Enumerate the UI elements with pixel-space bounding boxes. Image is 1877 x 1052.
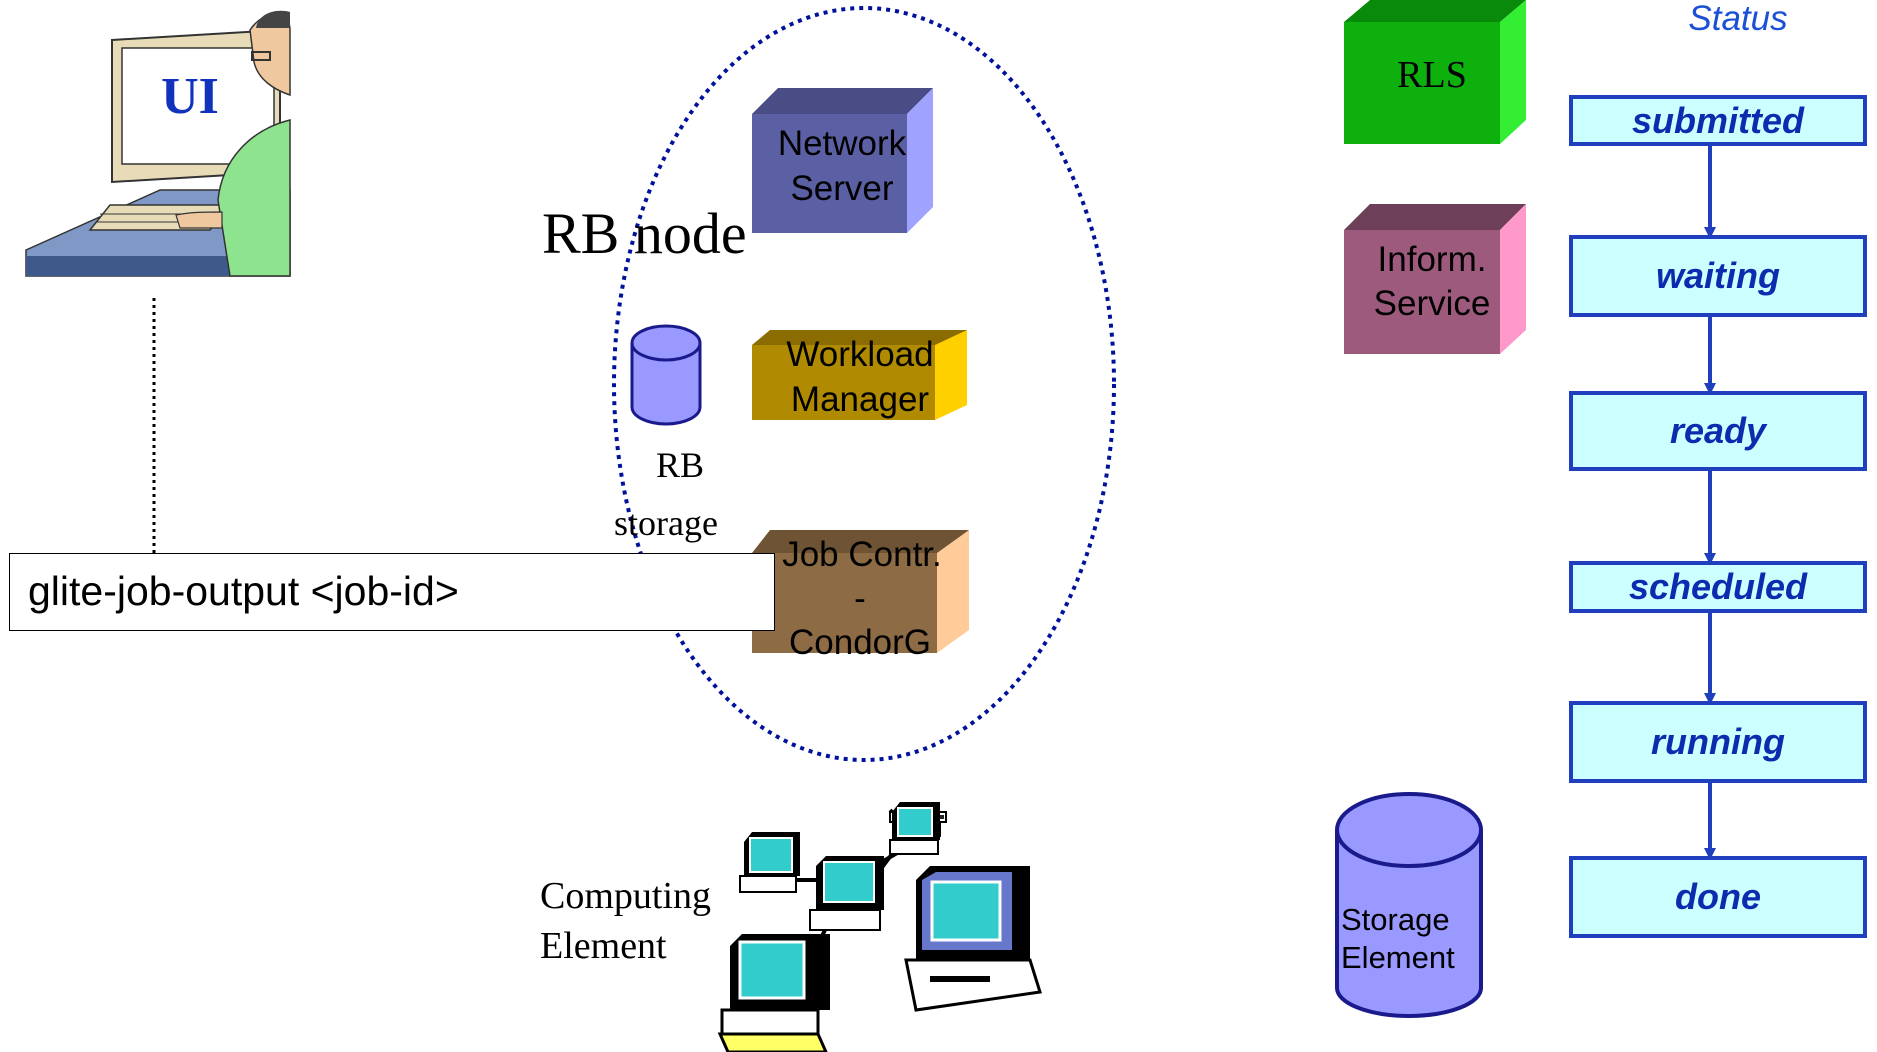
status-box-done (1569, 856, 1867, 938)
ui-label: UI (161, 68, 219, 125)
status-title: Status (1688, 0, 1787, 38)
rb-node-ellipse (612, 6, 1116, 762)
status-flow: submitted waiting ready scheduled runnin… (1569, 95, 1867, 938)
job-controller-label-2: - (854, 579, 866, 618)
computing-element-label-1: Computing (540, 875, 711, 917)
job-controller-box: Job Contr. - CondorG (752, 530, 969, 662)
workload-manager-label-2: Manager (791, 380, 929, 419)
job-controller-label-3: CondorG (789, 623, 931, 662)
job-controller-label-1: Job Contr. (782, 535, 942, 574)
status-box-waiting (1569, 235, 1867, 317)
rls-label: RLS (1397, 54, 1467, 96)
network-server-label-1: Network (778, 124, 907, 163)
rb-storage-label-1: RB (656, 445, 704, 485)
status-label-ready: ready (1670, 410, 1768, 451)
info-service-label-1: Inform. (1378, 240, 1487, 279)
workload-manager-box: Workload Manager (752, 330, 967, 420)
status-label-submitted: submitted (1632, 100, 1805, 141)
status-label-waiting: waiting (1656, 255, 1780, 296)
status-box-submitted (1569, 95, 1867, 146)
network-server-label-2: Server (790, 169, 893, 208)
rb-node-title: RB node (542, 201, 747, 266)
storage-element-cylinder: Storage Element (1335, 792, 1483, 1018)
status-label-running: running (1651, 721, 1785, 762)
rb-storage-cylinder (630, 324, 702, 426)
status-label-scheduled: scheduled (1629, 566, 1808, 607)
storage-element-label-2: Element (1341, 940, 1455, 975)
status-box-running (1569, 701, 1867, 783)
status-label-done: done (1675, 876, 1761, 917)
ui-workstation: UI (25, 10, 291, 553)
rb-storage-label-2: storage (614, 503, 718, 543)
command-text: glite-job-output <job-id> (28, 568, 459, 614)
computing-element-network-icon (717, 802, 1042, 1052)
command-box: glite-job-output <job-id> (9, 553, 775, 631)
status-box-ready (1569, 391, 1867, 471)
computing-element-label-2: Element (540, 925, 667, 967)
info-service-box: Inform. Service (1344, 204, 1526, 354)
rls-box: RLS (1344, 0, 1526, 144)
workload-manager-label-1: Workload (786, 335, 933, 374)
network-server-box: Network Server (752, 88, 933, 233)
status-box-scheduled (1569, 561, 1867, 613)
info-service-label-2: Service (1374, 284, 1491, 323)
storage-element-label-1: Storage (1341, 902, 1450, 937)
